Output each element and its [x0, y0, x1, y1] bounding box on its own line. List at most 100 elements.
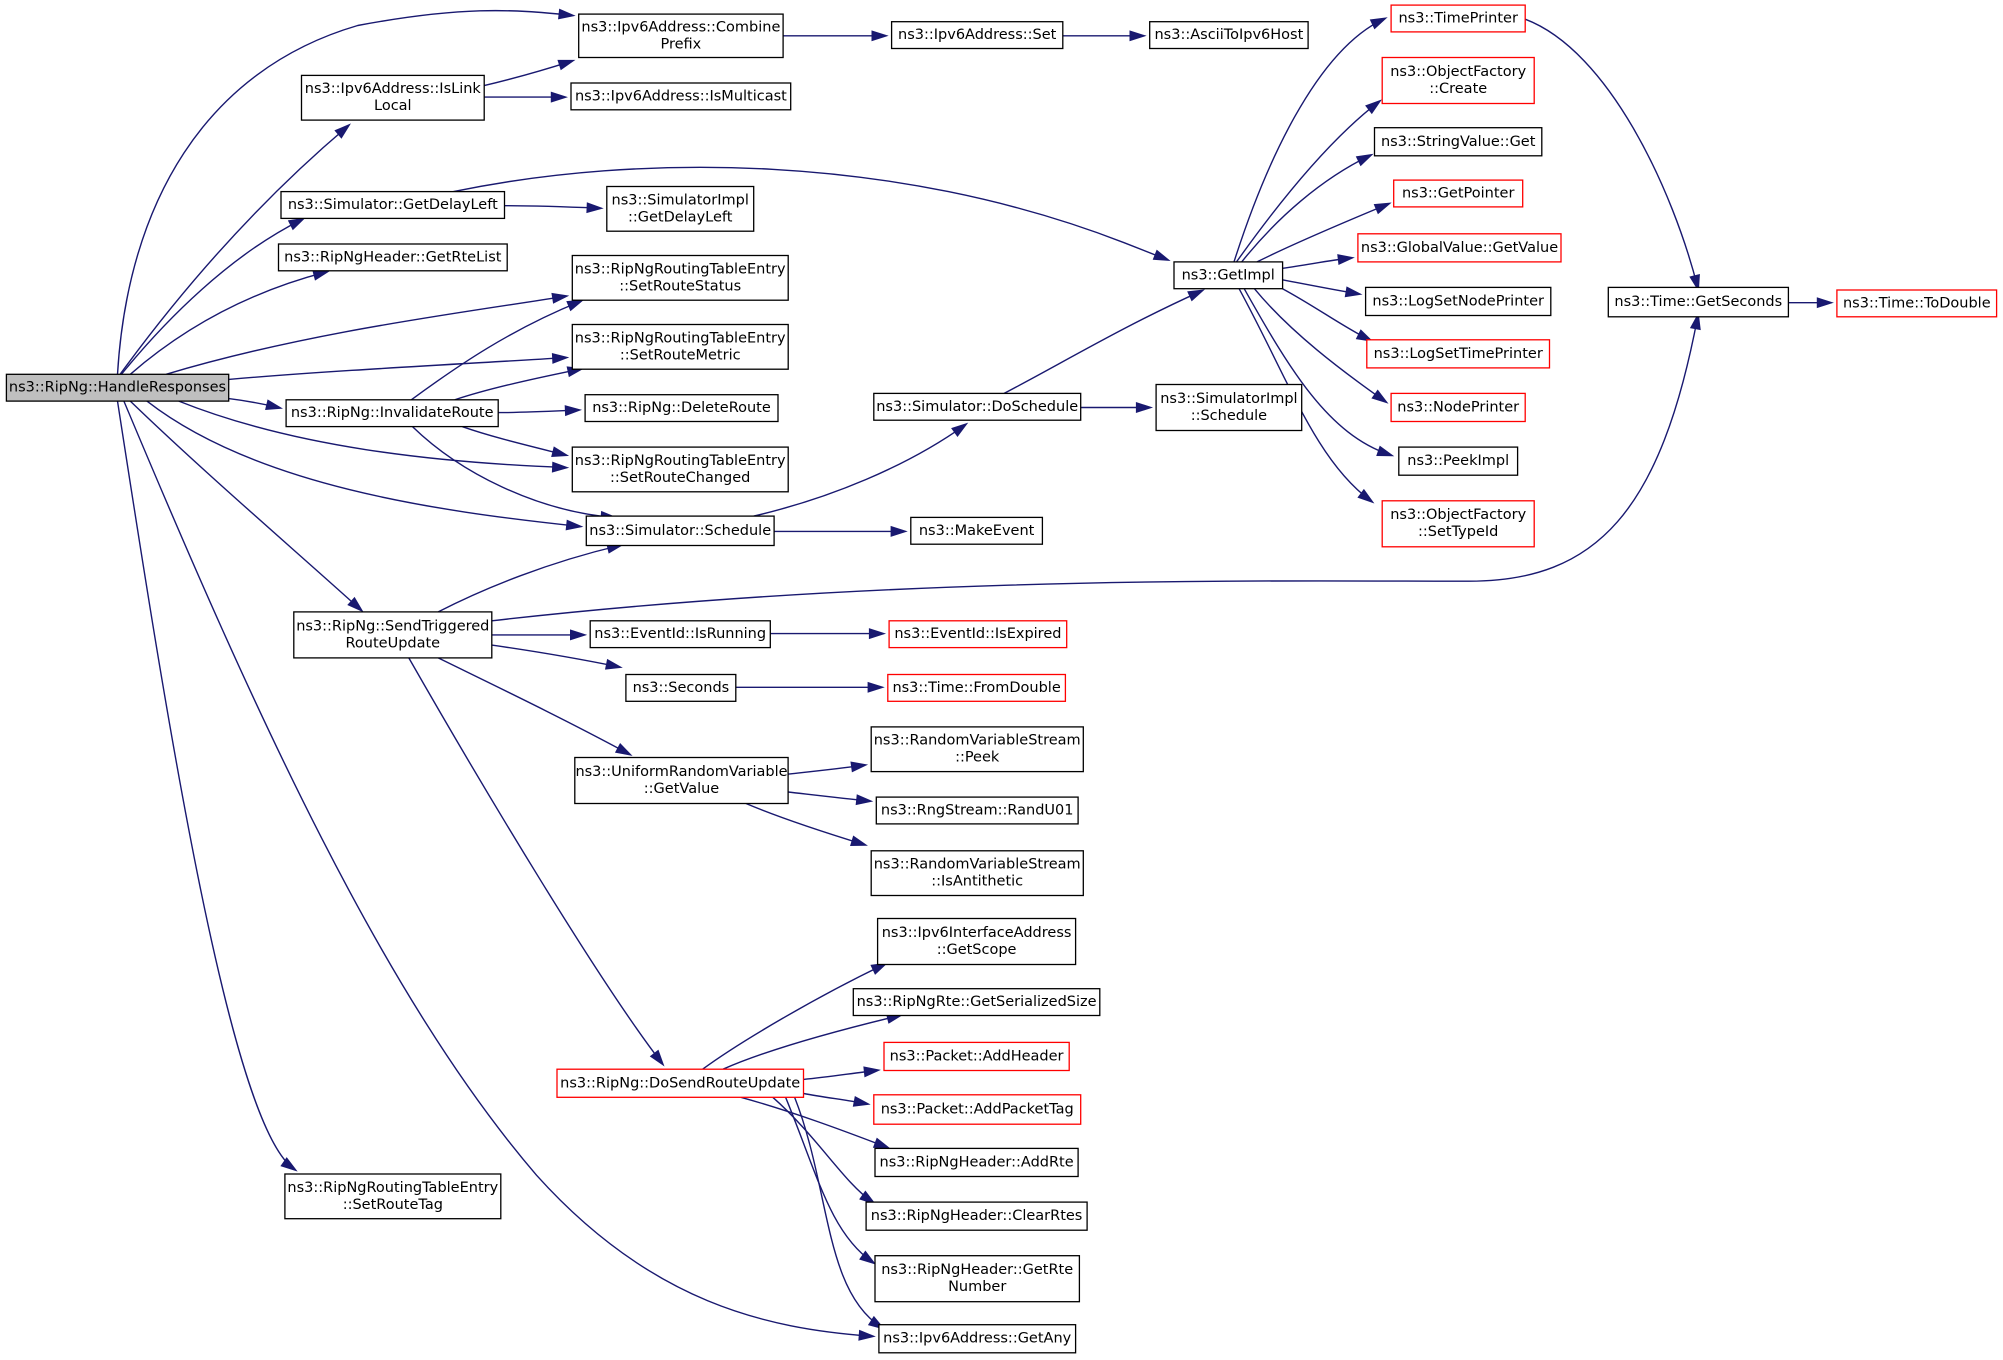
node-schedule[interactable]: ns3::Simulator::Schedule	[585, 515, 775, 547]
arrowhead-setchanged	[551, 461, 570, 473]
node-getseconds[interactable]: ns3::Time::GetSeconds	[1607, 286, 1790, 318]
node-addheader[interactable]: ns3::Packet::AddHeader	[883, 1041, 1070, 1072]
node-setroutetag[interactable]: ns3::RipNgRoutingTableEntry::SetRouteTag	[284, 1173, 502, 1220]
node-root[interactable]: ns3::RipNg::HandleResponses	[5, 373, 230, 402]
node-randu01[interactable]: ns3::RngStream::RandU01	[875, 796, 1079, 825]
node-dosend[interactable]: ns3::RipNg::DoSendRouteUpdate	[556, 1068, 805, 1098]
node-urvget[interactable]: ns3::UniformRandomVariable::GetValue	[574, 756, 789, 805]
node-implgetdelay[interactable]: ns3::SimulatorImpl::GetDelayLeft	[606, 185, 755, 232]
node-label: ::SetTypeId	[1418, 524, 1498, 540]
arrowhead-getimpl	[1152, 249, 1171, 262]
arrowhead-todouble	[1816, 297, 1834, 309]
node-strget[interactable]: ns3::StringValue::Get	[1373, 127, 1543, 157]
arrowhead-strget	[1355, 153, 1374, 167]
node-label: ns3::RandomVariableStream	[874, 857, 1081, 873]
node-ofcreate[interactable]: ns3::ObjectFactory::Create	[1381, 56, 1535, 105]
node-label: ns3::Ipv6Address::IsMulticast	[575, 88, 787, 104]
arrowhead-fromdouble	[867, 681, 885, 693]
node-todouble[interactable]: ns3::Time::ToDouble	[1836, 289, 1998, 318]
node-settypeid[interactable]: ns3::ObjectFactory::SetTypeId	[1381, 500, 1535, 548]
node-peekimpl[interactable]: ns3::PeekImpl	[1398, 446, 1519, 476]
node-gvget[interactable]: ns3::GlobalValue::GetValue	[1357, 233, 1562, 263]
arrowhead-getdelay	[287, 217, 306, 231]
node-rtelist[interactable]: ns3::RipNgHeader::GetRteList	[277, 243, 508, 272]
edge-getimpl-to-timeprinter	[1233, 18, 1384, 263]
node-clearrtes[interactable]: ns3::RipNgHeader::ClearRtes	[865, 1201, 1088, 1231]
node-addtag[interactable]: ns3::Packet::AddPacketTag	[873, 1094, 1082, 1125]
node-label: ns3::RipNg::DoSendRouteUpdate	[560, 1075, 800, 1091]
node-label: ns3::PeekImpl	[1407, 453, 1509, 469]
node-getscope[interactable]: ns3::Ipv6InterfaceAddress::GetScope	[876, 917, 1077, 966]
node-invalidate[interactable]: ns3::RipNg::InvalidateRoute	[285, 399, 499, 428]
node-makeevent[interactable]: ns3::MakeEvent	[910, 516, 1044, 545]
node-doschedule[interactable]: ns3::Simulator::DoSchedule	[873, 392, 1082, 421]
arrowhead-nodeprinter	[1371, 389, 1389, 404]
node-box	[1373, 127, 1543, 157]
node-isrunning[interactable]: ns3::EventId::IsRunning	[589, 620, 771, 649]
node-label: ns3::ObjectFactory	[1390, 64, 1526, 80]
node-label: ns3::RipNgRoutingTableEntry	[575, 453, 786, 469]
node-ismc[interactable]: ns3::Ipv6Address::IsMulticast	[570, 82, 792, 111]
node-setstatus[interactable]: ns3::RipNgRoutingTableEntry::SetRouteSta…	[571, 254, 789, 301]
node-label: ns3::RipNgHeader::ClearRtes	[871, 1208, 1083, 1224]
node-box	[300, 74, 485, 121]
node-box	[865, 1201, 1088, 1231]
arrowhead-v6set	[871, 30, 889, 42]
node-seconds[interactable]: ns3::Seconds	[625, 673, 737, 702]
arrowhead-sendtrig	[347, 596, 364, 613]
node-setchanged[interactable]: ns3::RipNgRoutingTableEntry::SetRouteCha…	[571, 446, 789, 493]
node-label: ::SetRouteMetric	[620, 347, 741, 363]
node-label: ns3::SimulatorImpl	[1160, 391, 1297, 407]
node-label: ns3::RipNgRoutingTableEntry	[575, 261, 786, 277]
node-box	[870, 726, 1084, 773]
node-label: ns3::AsciiToIpv6Host	[1154, 27, 1303, 43]
node-box	[890, 21, 1064, 50]
node-logtime[interactable]: ns3::LogSetTimePrinter	[1366, 339, 1551, 369]
node-box	[874, 1255, 1081, 1303]
node-box	[556, 1068, 805, 1098]
arrowhead-dosend	[649, 1049, 665, 1067]
node-sersize[interactable]: ns3::RipNgRte::GetSerializedSize	[852, 988, 1101, 1017]
node-getpointer[interactable]: ns3::GetPointer	[1393, 179, 1524, 208]
node-label: Prefix	[661, 36, 702, 52]
node-box	[1357, 233, 1562, 263]
node-ascii[interactable]: ns3::AsciiToIpv6Host	[1149, 21, 1309, 50]
node-getany[interactable]: ns3::Ipv6Address::GetAny	[878, 1324, 1077, 1354]
edge-dosend-to-getany	[793, 1097, 882, 1328]
node-getimpl[interactable]: ns3::GetImpl	[1173, 261, 1284, 290]
node-label: ::SetRouteStatus	[619, 278, 741, 294]
node-box	[606, 185, 755, 232]
edge-getimpl-to-nodeprinter	[1253, 288, 1386, 402]
edge-root-to-rtelist	[129, 271, 326, 375]
node-timeprinter[interactable]: ns3::TimePrinter	[1390, 4, 1526, 33]
node-isanti[interactable]: ns3::RandomVariableStream::IsAntithetic	[870, 850, 1084, 897]
node-v6set[interactable]: ns3::Ipv6Address::Set	[890, 21, 1064, 50]
node-lognode[interactable]: ns3::LogSetNodePrinter	[1364, 286, 1552, 317]
node-deleteroute[interactable]: ns3::RipNg::DeleteRoute	[584, 394, 779, 423]
arrowhead-clearrtes	[859, 1190, 877, 1205]
arrowhead-doschedule	[951, 422, 969, 438]
node-rvspeek[interactable]: ns3::RandomVariableStream::Peek	[870, 726, 1084, 773]
node-box	[1149, 21, 1309, 50]
node-addrte[interactable]: ns3::RipNgHeader::AddRte	[874, 1147, 1079, 1178]
node-box	[585, 515, 775, 547]
node-implschedule[interactable]: ns3::SimulatorImpl::Schedule	[1155, 383, 1303, 432]
node-getdelay[interactable]: ns3::Simulator::GetDelayLeft	[280, 190, 506, 220]
node-label: ::IsAntithetic	[931, 874, 1023, 890]
edge-getimpl-to-getpointer	[1256, 203, 1388, 263]
node-setmetric[interactable]: ns3::RipNgRoutingTableEntry::SetRouteMet…	[571, 323, 789, 370]
edge-dosend-to-getrtenum	[784, 1097, 873, 1263]
edge-root-to-setstatus	[165, 295, 565, 375]
node-nodeprinter[interactable]: ns3::NodePrinter	[1390, 392, 1526, 423]
arrowhead-isanti	[850, 835, 868, 847]
node-box	[574, 756, 789, 805]
edges	[116, 8, 1834, 1341]
node-fromdouble[interactable]: ns3::Time::FromDouble	[887, 673, 1067, 702]
edge-root-to-setroutetag	[116, 400, 295, 1170]
node-isexpired[interactable]: ns3::EventId::IsExpired	[888, 620, 1068, 649]
